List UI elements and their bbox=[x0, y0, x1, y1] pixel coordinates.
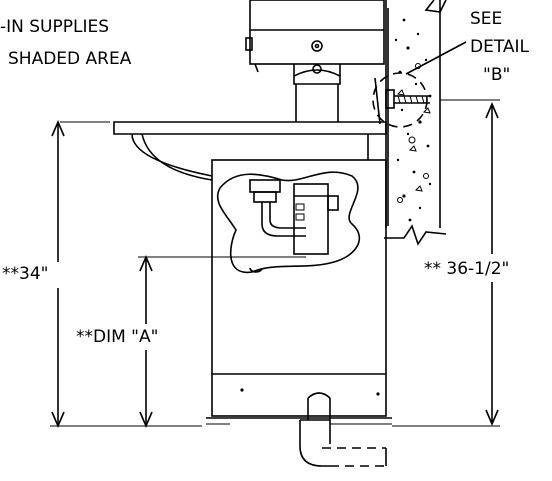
see-detail-label-1: SEE bbox=[470, 9, 502, 29]
dimension-34 bbox=[50, 119, 202, 429]
supplies-note-line1: -IN SUPPLIES bbox=[0, 17, 109, 37]
detail-b-callout bbox=[372, 41, 467, 128]
dim-a-label: **DIM "A" bbox=[76, 327, 158, 347]
wall-aggregate-pattern bbox=[394, 18, 432, 222]
dimension-36 bbox=[392, 99, 500, 427]
bubbler-head bbox=[245, 0, 385, 85]
pedestal bbox=[206, 159, 392, 425]
see-detail-label-2: DETAIL bbox=[470, 37, 530, 57]
column bbox=[295, 84, 339, 122]
supplies-note-line2: SHADED AREA bbox=[8, 49, 132, 69]
waste-pipe bbox=[299, 392, 387, 467]
dimension-a bbox=[138, 254, 306, 429]
detail-reference: "B" bbox=[483, 65, 510, 85]
dim-34-label: **34" bbox=[2, 264, 48, 284]
cutaway-valve bbox=[216, 171, 361, 274]
basin bbox=[60, 121, 387, 181]
wall-section bbox=[384, 0, 447, 246]
dim-36-label: ** 36-1/2" bbox=[424, 259, 509, 279]
